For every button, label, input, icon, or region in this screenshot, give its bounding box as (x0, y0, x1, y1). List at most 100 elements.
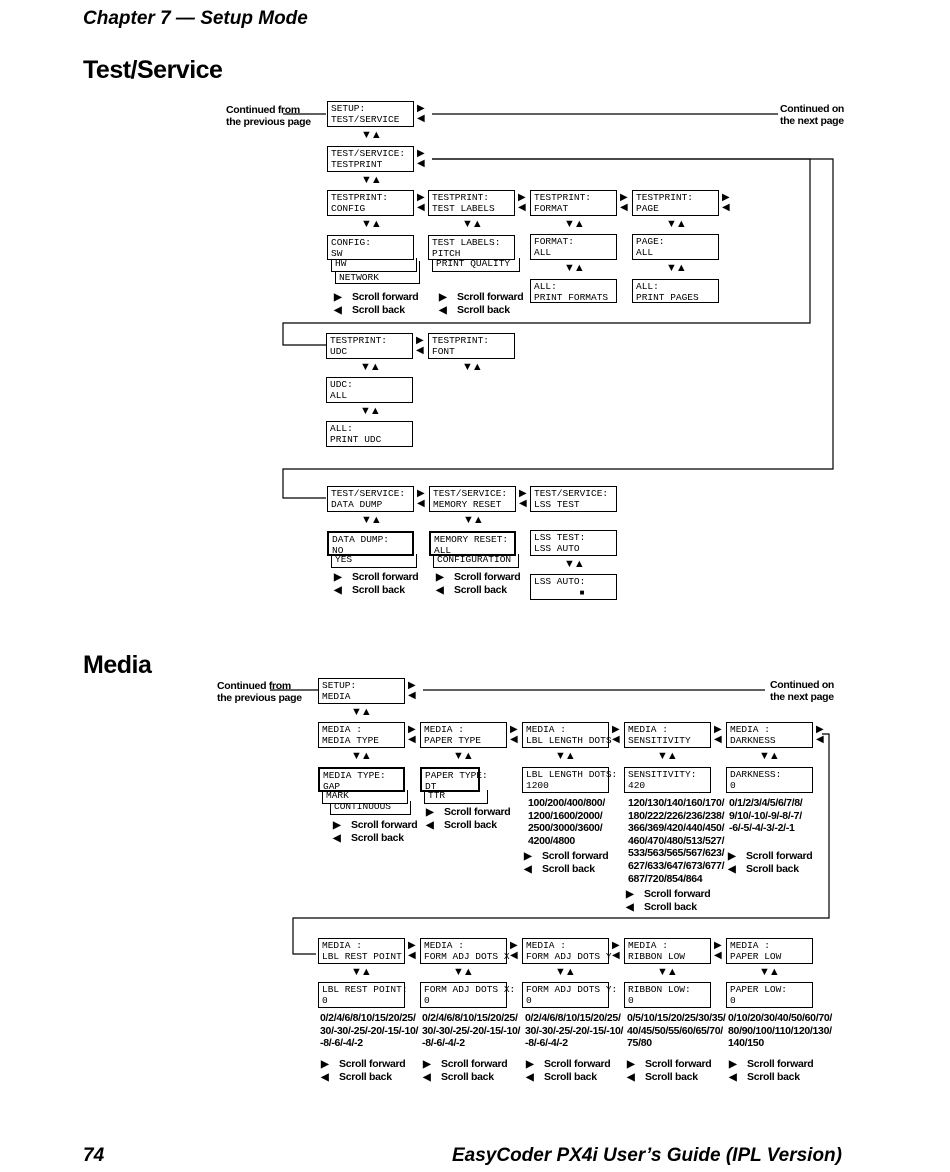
media-title: Media (83, 651, 152, 679)
up-down-arrow-icon: ▼▲ (666, 262, 687, 274)
mt-gap-box: MEDIA TYPE: GAP (318, 767, 405, 792)
scroll-legend: ▶Scroll forward◀Scroll back (626, 888, 711, 913)
fx-values: 0/2/4/6/8/10/15/20/25/ 30/-30/-25/-20/-1… (422, 1012, 521, 1050)
scroll-legend: ▶Scroll forward◀Scroll back (321, 1058, 406, 1083)
lss-auto2-box: LSS AUTO: ■ (530, 574, 617, 600)
right-arrow-icon: ▶◀ (612, 940, 620, 961)
pl-values: 0/10/20/30/40/50/60/70/ 80/90/100/110/12… (728, 1012, 833, 1050)
mem-all-box: MEMORY RESET: ALL (429, 531, 516, 556)
fx-0-box: FORM ADJ DOTS X: 0 (420, 982, 515, 1008)
scroll-legend: ▶Scroll forward◀Scroll back (524, 850, 609, 875)
media-setup-box: SETUP: MEDIA (318, 678, 405, 704)
right-arrow-icon: ▶◀ (714, 940, 722, 961)
form-x-box: MEDIA : FORM ADJ DOTS X (420, 938, 510, 964)
right-arrow-icon: ▶◀ (416, 335, 424, 356)
paper-low-box: MEDIA : PAPER LOW (726, 938, 813, 964)
right-arrow-icon: ▶◀ (417, 148, 425, 169)
config-sw-box: CONFIG: SW (327, 235, 414, 260)
scroll-legend: ▶Scroll forward◀Scroll back (729, 1058, 814, 1083)
cursor-icon: ■ (579, 589, 585, 598)
right-arrow-icon: ▶◀ (816, 724, 824, 745)
up-down-arrow-icon: ▼▲ (463, 514, 484, 526)
up-down-arrow-icon: ▼▲ (657, 966, 678, 978)
fy-values: 0/2/4/6/8/10/15/20/25/ 30/-30/-25/-20/-1… (525, 1012, 624, 1050)
tp-config-box: TESTPRINT: CONFIG (327, 190, 414, 216)
ts-memreset-box: TEST/SERVICE: MEMORY RESET (429, 486, 516, 512)
scroll-legend: ▶Scroll forward◀Scroll back (728, 850, 813, 875)
dump-yes-box: YES (331, 554, 417, 568)
sens-values: 120/130/140/160/170/ 180/222/226/236/238… (628, 797, 725, 885)
ts-dump-box: TEST/SERVICE: DATA DUMP (327, 486, 414, 512)
up-down-arrow-icon: ▼▲ (453, 750, 474, 762)
rib-values: 0/5/10/15/20/25/30/35/ 40/45/50/55/60/65… (627, 1012, 726, 1050)
up-down-arrow-icon: ▼▲ (564, 558, 585, 570)
scroll-legend: ▶Scroll forward◀Scroll back (334, 571, 419, 596)
up-down-arrow-icon: ▼▲ (361, 514, 382, 526)
chapter-header: Chapter 7 — Setup Mode (83, 8, 308, 29)
up-down-arrow-icon: ▼▲ (555, 750, 576, 762)
tp-format-box: TESTPRINT: FORMAT (530, 190, 617, 216)
right-arrow-icon: ▶◀ (612, 724, 620, 745)
right-arrow-icon: ▶◀ (519, 488, 527, 509)
scroll-legend: ▶Scroll forward◀Scroll back (334, 291, 419, 316)
lss-auto-box: LSS TEST: LSS AUTO (530, 530, 617, 556)
fy-0-box: FORM ADJ DOTS Y: 0 (522, 982, 617, 1008)
up-down-arrow-icon: ▼▲ (361, 218, 382, 230)
format-print-box: ALL: PRINT FORMATS (530, 279, 617, 303)
scroll-legend: ▶Scroll forward◀Scroll back (439, 291, 524, 316)
udc-print-box: ALL: PRINT UDC (326, 421, 413, 447)
footer-title: EasyCoder PX4i User’s Guide (IPL Version… (451, 1145, 842, 1166)
right-arrow-icon: ▶◀ (408, 940, 416, 961)
up-down-arrow-icon: ▼▲ (759, 966, 780, 978)
dump-no-box: DATA DUMP: NO (327, 531, 414, 556)
format-all-box: FORMAT: ALL (530, 234, 617, 260)
mem-config-box: CONFIGURATION (433, 554, 519, 568)
page-number: 74 (83, 1145, 105, 1166)
scroll-legend: ▶Scroll forward◀Scroll back (627, 1058, 712, 1083)
rest-values: 0/2/4/6/8/10/15/20/25/ 30/-30/-25/-20/-1… (320, 1012, 419, 1050)
right-arrow-icon: ▶◀ (408, 724, 416, 745)
up-down-arrow-icon: ▼▲ (361, 174, 382, 186)
page-all-box: PAGE: ALL (632, 234, 719, 260)
pt-dt-box: PAPER TYPE: DT (420, 767, 488, 792)
scroll-legend: ▶Scroll forward◀Scroll back (526, 1058, 611, 1083)
ribbon-box: MEDIA : RIBBON LOW (624, 938, 711, 964)
dark-0-box: DARKNESS: 0 (726, 767, 813, 793)
right-arrow-icon: ▶◀ (714, 724, 722, 745)
up-down-arrow-icon: ▼▲ (360, 405, 381, 417)
up-down-arrow-icon: ▼▲ (564, 262, 585, 274)
up-down-arrow-icon: ▼▲ (351, 750, 372, 762)
up-down-arrow-icon: ▼▲ (462, 218, 483, 230)
media-type-box: MEDIA : MEDIA TYPE (318, 722, 405, 748)
sens-420-box: SENSITIVITY: 420 (624, 767, 711, 793)
up-down-arrow-icon: ▼▲ (360, 361, 381, 373)
up-down-arrow-icon: ▼▲ (564, 218, 585, 230)
rib-0-box: RIBBON LOW: 0 (624, 982, 711, 1008)
config-hw-box: HW (331, 258, 417, 272)
pt-ttr-box: TTR (424, 790, 488, 804)
test-service-title: Test/Service (83, 56, 223, 84)
rest-0-box: LBL REST POINT: 0 (318, 982, 408, 1008)
udc-all-box: UDC: ALL (326, 377, 413, 403)
up-down-arrow-icon: ▼▲ (462, 361, 483, 373)
up-down-arrow-icon: ▼▲ (453, 966, 474, 978)
up-down-arrow-icon: ▼▲ (351, 966, 372, 978)
up-down-arrow-icon: ▼▲ (351, 706, 372, 718)
ll-values: 100/200/400/800/ 1200/1600/2000/ 2500/30… (528, 797, 605, 847)
sensitivity-box: MEDIA : SENSITIVITY (624, 722, 711, 748)
mt-cont-box: CONTINUOUS (330, 801, 411, 815)
tp-labels-box: TESTPRINT: TEST LABELS (428, 190, 515, 216)
right-arrow-icon: ▶◀ (510, 724, 518, 745)
up-down-arrow-icon: ▼▲ (657, 750, 678, 762)
scroll-legend: ▶Scroll forward◀Scroll back (436, 571, 521, 596)
tp-font-box: TESTPRINT: FONT (428, 333, 515, 359)
labels-pq-box: PRINT QUALITY (432, 258, 520, 272)
darkness-box: MEDIA : DARKNESS (726, 722, 813, 748)
paper-type-box: MEDIA : PAPER TYPE (420, 722, 507, 748)
tp-page-box: TESTPRINT: PAGE (632, 190, 719, 216)
labels-pitch-box: TEST LABELS: PITCH (428, 235, 515, 260)
